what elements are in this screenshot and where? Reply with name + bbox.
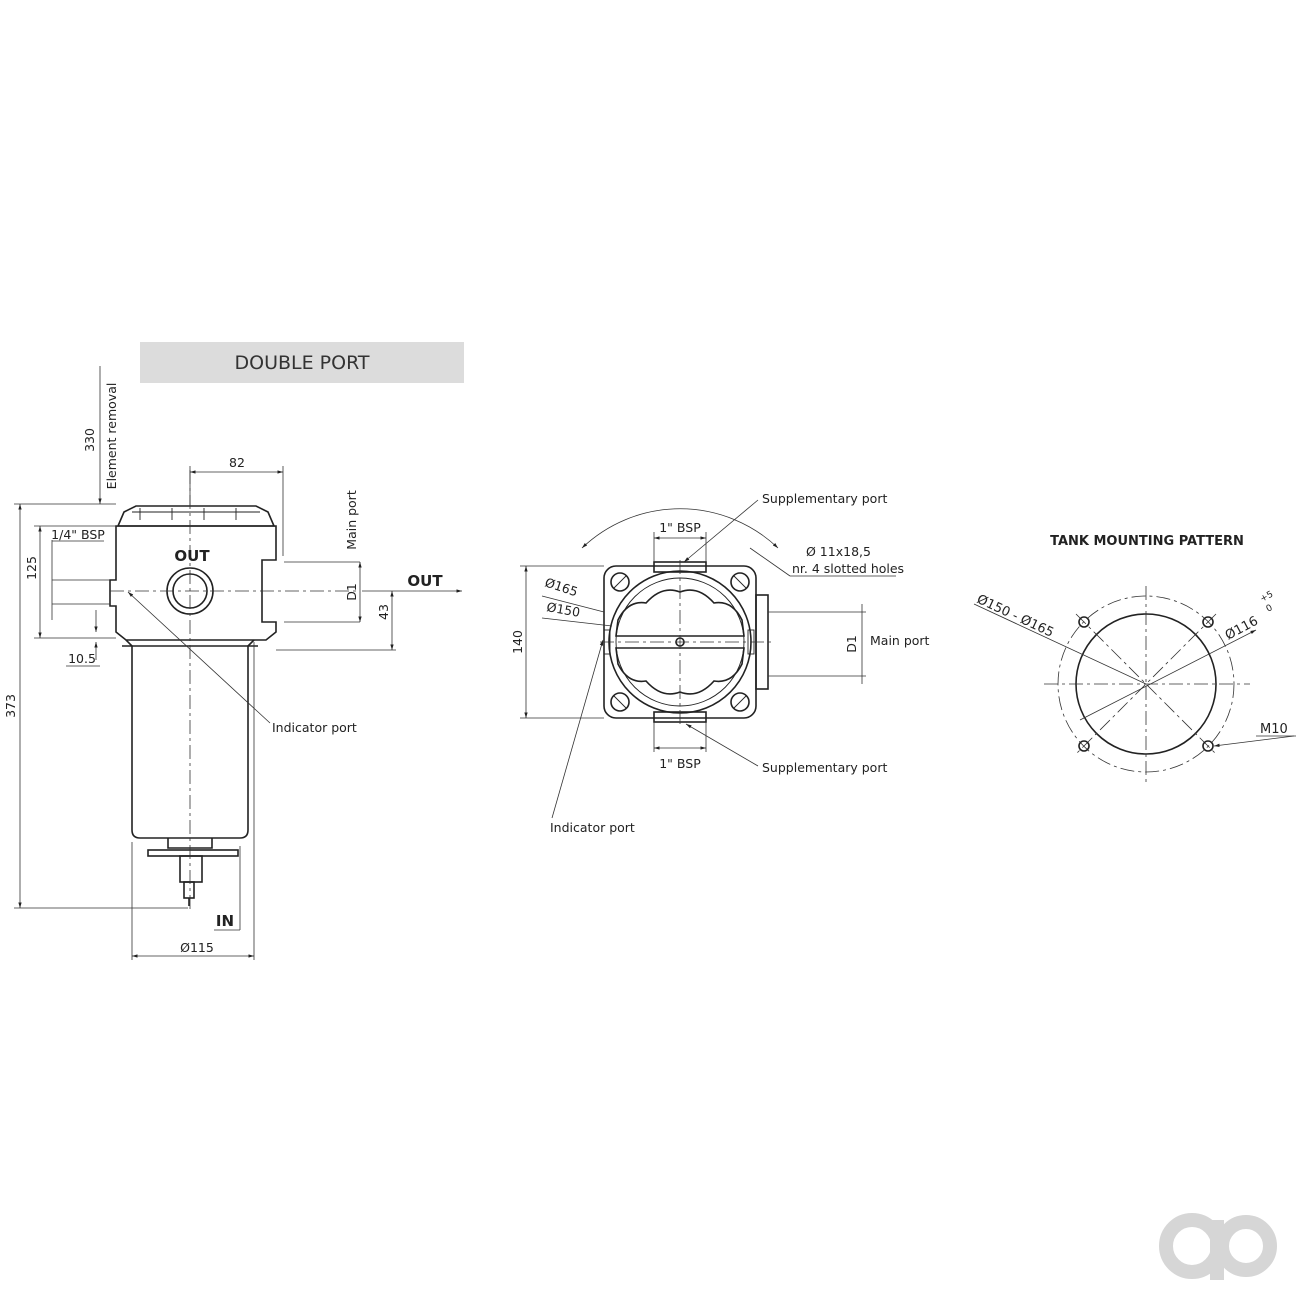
main-port-label: Main port	[344, 490, 359, 550]
dim-373: 373	[3, 694, 18, 718]
dia-range-label: Ø150 - Ø165	[974, 592, 1056, 641]
dia-116-label: Ø116	[1223, 614, 1261, 644]
dim-43: 43	[376, 604, 391, 620]
dia-165-label: Ø165	[543, 575, 580, 600]
side-view: 330 Element removal 82 Main port D1 OUT …	[3, 366, 462, 960]
d1-top-label: D1	[844, 635, 859, 653]
main-port-top-label: Main port	[870, 633, 930, 648]
bolt-holes	[1078, 616, 1214, 752]
bottom-flange	[147, 849, 239, 857]
filter-cap	[116, 505, 276, 527]
indicator-port-label-top: Indicator port	[550, 820, 635, 835]
indicator-port-label-side: Indicator port	[272, 720, 357, 735]
dia-150-label: Ø150	[545, 599, 581, 620]
element-removal-label: Element removal	[104, 383, 119, 490]
dim-125: 125	[24, 556, 39, 580]
dim-82: 82	[229, 455, 245, 470]
supp-port-top-label: Supplementary port	[762, 491, 887, 506]
top-view: Supplementary port 1" BSP Ø 11x18,5 nr. …	[510, 491, 930, 835]
supp-port-bottom-label: Supplementary port	[762, 760, 887, 775]
thread-m10-label: M10	[1260, 722, 1288, 737]
slotted-holes	[610, 572, 750, 712]
tolerance-zero: 0	[1265, 603, 1275, 615]
tank-mounting-pattern: TANK MOUNTING PATTERN Ø150 - Ø165 Ø116	[973, 534, 1296, 782]
out-right-label: OUT	[407, 572, 443, 590]
dim-10-5: 10.5	[68, 651, 96, 666]
filter-head	[109, 525, 277, 641]
dia-115: Ø115	[180, 940, 214, 955]
double-port-banner: DOUBLE PORT	[140, 342, 464, 383]
bsp-top-label: 1" BSP	[659, 520, 701, 535]
d1-label: D1	[344, 583, 359, 601]
dim-330: 330	[82, 428, 97, 452]
slot-note-label: nr. 4 slotted holes	[792, 561, 904, 576]
ao-logo-icon	[1159, 1213, 1277, 1280]
bsp-bottom-label: 1" BSP	[659, 756, 701, 771]
bsp-quarter-label: 1/4" BSP	[51, 527, 105, 542]
out-top-label: OUT	[174, 547, 210, 565]
dim-140: 140	[510, 630, 525, 654]
in-label: IN	[216, 912, 234, 930]
tank-pattern-title: TANK MOUNTING PATTERN	[1050, 534, 1244, 549]
tolerance-plus: +5	[1259, 590, 1275, 605]
slot-diameter-label: Ø 11x18,5	[806, 544, 871, 559]
